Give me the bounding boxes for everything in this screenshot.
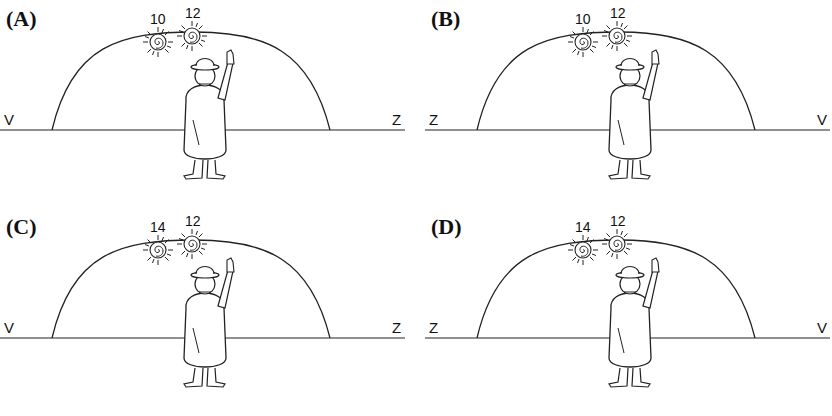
direction-letter: V [817, 112, 827, 127]
hour-number: 12 [185, 214, 201, 228]
direction-letter: V [4, 320, 14, 335]
panel-label: (D) [431, 216, 462, 238]
hour-number: 12 [610, 214, 626, 228]
hour-number: 14 [150, 220, 166, 234]
direction-letter: Z [392, 320, 401, 335]
hour-number: 10 [575, 12, 591, 26]
direction-letter: V [817, 320, 827, 335]
panel-label: (A) [6, 8, 37, 30]
hour-number: 12 [185, 6, 201, 20]
direction-letter: V [4, 112, 14, 127]
direction-letter: Z [429, 112, 438, 127]
direction-letter: Z [429, 320, 438, 335]
direction-letter: Z [392, 112, 401, 127]
panel-label: (C) [6, 216, 37, 238]
hour-number: 14 [575, 220, 591, 234]
hour-number: 10 [150, 12, 166, 26]
hour-number: 12 [610, 6, 626, 20]
panel-label: (B) [431, 8, 460, 30]
